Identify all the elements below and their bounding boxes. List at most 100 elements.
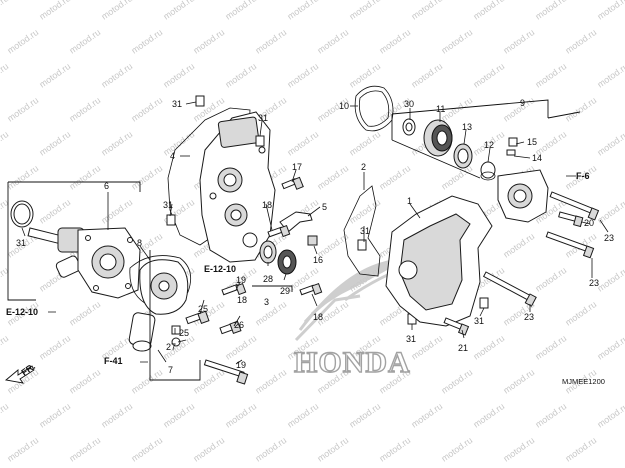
reference-codes: E-12-10 E-12-10 F-41 F-6 [6,171,590,366]
callout-18: 18 [313,312,323,322]
watermark-text: motod.ru [0,401,10,430]
callout-16: 16 [313,255,323,265]
watermark-text: motod.ru [595,61,625,90]
watermark-text: motod.ru [563,95,598,124]
watermark-text: motod.ru [315,435,350,464]
watermark-text: motod.ru [223,333,258,362]
callout-26: 27 [166,342,176,352]
watermark-text: motod.ru [563,435,598,464]
callout-31: 31 [258,113,268,123]
watermark-text: motod.ru [533,401,568,430]
watermark-text: motod.ru [377,163,412,192]
watermark-text: motod.ru [129,95,164,124]
watermark-text: motod.ru [99,0,134,22]
watermark-text: motod.ru [409,401,444,430]
watermark-text: motod.ru [595,401,625,430]
part-29-seal [402,118,416,136]
watermark-text: motod.ru [471,333,506,362]
callout-9: 9 [520,98,525,108]
watermark-text: motod.ru [439,163,474,192]
watermark-text: motod.ru [595,265,625,294]
part-14-cap [497,169,549,223]
watermark-text: motod.ru [501,95,536,124]
watermark-text: motod.ru [0,333,10,362]
callout-6: 6 [104,181,109,191]
callout-23: 23 [589,278,599,288]
watermark-text: motod.ru [67,27,102,56]
part-27-bearing [259,240,277,264]
watermark-text: motod.ru [315,27,350,56]
watermark-text: motod.ru [223,401,258,430]
watermark-text: motod.ru [533,0,568,22]
watermark-text: motod.ru [409,61,444,90]
watermark-text: motod.ru [191,299,226,328]
watermark-text: motod.ru [533,61,568,90]
callout-31: 31 [474,316,484,326]
callout-21: 20 [584,218,594,228]
bolts [171,176,600,385]
callout-31: 31 [163,200,173,210]
callout-29: 30 [404,99,414,109]
watermark-text: motod.ru [99,61,134,90]
callout-30: 31 [16,238,26,248]
callout-27: 28 [263,274,273,284]
watermark-text: motod.ru [533,265,568,294]
watermark-text: motod.ru [0,61,10,90]
watermark-text: motod.ru [595,197,625,226]
part-11-bearing [423,119,453,157]
watermark-text: motod.ru [161,61,196,90]
watermark-text: motod.ru [5,435,40,464]
watermark-text: motod.ru [595,129,625,158]
watermark-text: motod.ru [37,333,72,362]
diagram-code: MJMEE1200 [562,377,605,386]
watermark-text: motod.ru [67,435,102,464]
watermark-text: motod.ru [471,0,506,22]
watermark-text: motod.ru [0,265,10,294]
callout-18: 18 [237,295,247,305]
callout-3: 3 [264,297,269,307]
watermark-text: motod.ru [533,333,568,362]
watermark-text: motod.ru [563,299,598,328]
watermark-text: motod.ru [67,299,102,328]
callout-24: 25 [179,328,189,338]
watermark-text: motod.ru [99,401,134,430]
watermark-text: motod.ru [563,27,598,56]
watermark-text: motod.ru [99,197,134,226]
watermark-text: motod.ru [595,0,625,22]
watermark-text: motod.ru [439,367,474,396]
callout-23: 23 [524,312,534,322]
callout-13: 13 [462,122,472,132]
callout-2: 2 [361,162,366,172]
watermark-text: motod.ru [191,27,226,56]
watermark-text: motod.ru [501,27,536,56]
watermark-text: motod.ru [253,367,288,396]
callout-14: 14 [532,153,542,163]
watermark-text: motod.ru [347,0,382,22]
part-2-gasket [343,185,381,277]
ref-f-41: F-41 [104,356,123,366]
watermark-text: motod.ru [347,401,382,430]
part-7-pump-cover [128,259,189,352]
watermark-text: motod.ru [161,0,196,22]
watermark-text: motod.ru [501,231,536,260]
watermark-text: motod.ru [5,27,40,56]
watermark-text: motod.ru [0,129,10,158]
watermark-text: motod.ru [0,0,10,22]
watermark-text: motod.ru [471,61,506,90]
callout-5: 5 [322,202,327,212]
callout-4: 4 [170,151,175,161]
watermark-text: motod.ru [253,299,288,328]
callout-11: 11 [436,104,445,114]
watermark-text: motod.ru [129,27,164,56]
part-15-bolt [506,137,518,156]
watermark-text: motod.ru [67,163,102,192]
part-30-o-ring [10,200,34,228]
watermark-text: motod.ru [5,163,40,192]
watermark-text: motod.ru [501,367,536,396]
group-bracket-3 [252,285,293,292]
watermark-text: motod.ru [253,435,288,464]
ref-e-12-10-upper: E-12-10 [204,264,236,274]
watermark-text: motod.ru [253,27,288,56]
callout-25: 26 [234,320,244,330]
